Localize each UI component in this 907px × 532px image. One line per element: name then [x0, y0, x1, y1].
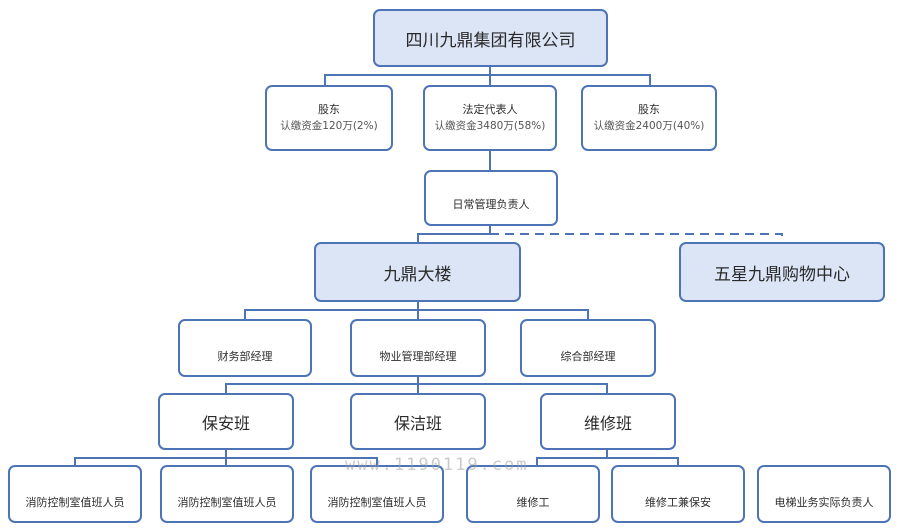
node-role: 物业管理部经理 [379, 350, 457, 363]
node-property-manager: 物业管理部经理 [350, 319, 486, 377]
node-role: 维修工兼保安 [645, 496, 711, 509]
node-label: 保洁班 [393, 413, 442, 433]
node-general-manager: 综合部经理 [520, 319, 656, 377]
node-shopping-center: 五星九鼎购物中心 [679, 242, 885, 302]
node-jiuding-building: 九鼎大楼 [314, 242, 521, 302]
node-role: 财务部经理 [217, 350, 273, 363]
node-elevator-head: 电梯业务实际负责人 [757, 465, 891, 523]
node-repair-security: 维修工兼保安 [611, 465, 745, 523]
node-role: 消防控制室值班人员 [327, 496, 427, 509]
node-label: 五星九鼎购物中心 [714, 264, 850, 285]
node-legal-representative: 法定代表人 认缴资金3480万(58%) [423, 85, 557, 151]
node-finance-manager: 财务部经理 [178, 319, 312, 377]
node-label: 保安班 [201, 413, 250, 433]
node-role: 消防控制室值班人员 [177, 496, 277, 509]
node-role: 综合部经理 [560, 350, 616, 363]
node-fire-duty-1: 消防控制室值班人员 [8, 465, 142, 523]
node-shareholder-2: 股东 认缴资金2400万(40%) [581, 85, 717, 151]
node-capital: 认缴资金3480万(58%) [434, 120, 546, 132]
node-role: 法定代表人 [462, 103, 518, 116]
node-fire-duty-3: 消防控制室值班人员 [310, 465, 444, 523]
edge-security-to-fire [74, 450, 378, 465]
edge-manager-to-mall-dashed [490, 233, 783, 242]
node-group-company: 四川九鼎集团有限公司 [373, 9, 608, 67]
node-label: 四川九鼎集团有限公司 [405, 30, 576, 51]
node-role: 电梯业务实际负责人 [774, 496, 874, 509]
node-role: 日常管理负责人 [452, 198, 530, 211]
edge-repair-to-workers [536, 450, 679, 465]
edge-building-to-managers [244, 302, 589, 319]
node-capital: 认缴资金120万(2%) [280, 120, 378, 132]
node-role: 股东 [318, 103, 340, 116]
edge-group-to-row2 [324, 67, 651, 85]
node-label: 九鼎大楼 [383, 264, 452, 285]
edge-property-to-teams [225, 377, 608, 393]
node-repair-team: 维修班 [540, 393, 676, 450]
node-fire-duty-2: 消防控制室值班人员 [160, 465, 294, 523]
node-capital: 认缴资金2400万(40%) [593, 120, 705, 132]
node-security-team: 保安班 [158, 393, 294, 450]
node-cleaning-team: 保洁班 [350, 393, 486, 450]
node-label: 维修班 [583, 413, 632, 433]
node-role: 股东 [638, 103, 660, 116]
node-shareholder-1: 股东 认缴资金120万(2%) [265, 85, 393, 151]
node-role: 维修工 [516, 496, 550, 509]
node-repair-worker: 维修工 [466, 465, 600, 523]
edge-manager-to-building [417, 226, 491, 242]
node-daily-manager: 日常管理负责人 [424, 170, 558, 226]
node-role: 消防控制室值班人员 [25, 496, 125, 509]
